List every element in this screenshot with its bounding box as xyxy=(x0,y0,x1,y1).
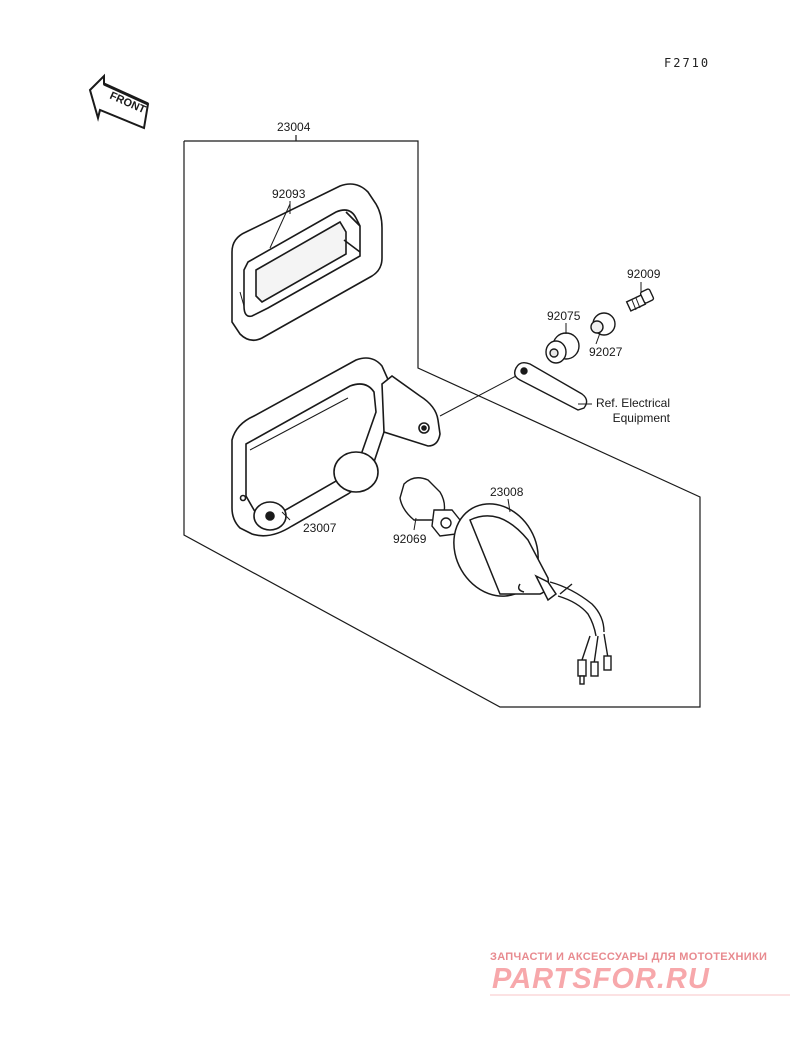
part-number-23008: 23008 xyxy=(490,485,524,499)
headlight-housing xyxy=(231,357,441,537)
mount-bracket xyxy=(513,361,588,411)
watermark-tagline: ЗАПЧАСТИ И АКСЕССУАРЫ ДЛЯ МОТОТЕХНИКИ xyxy=(490,951,768,963)
reference-note-line2: Equipment xyxy=(612,411,670,425)
part-number-92027: 92027 xyxy=(589,345,623,359)
reference-note-line1: Ref. Electrical xyxy=(595,396,670,410)
part-number-92009: 92009 xyxy=(627,267,661,281)
part-number-92069: 92069 xyxy=(393,532,427,546)
part-number-23004: 23004 xyxy=(277,120,311,134)
reference-note: Ref. Electrical Equipment xyxy=(592,396,670,426)
watermark-logo: PARTSFOR.RU xyxy=(492,963,710,995)
part-number-92075: 92075 xyxy=(547,309,581,323)
collar-92027 xyxy=(590,312,616,336)
figure-code: F2710 xyxy=(664,56,711,70)
part-number-23007: 23007 xyxy=(303,521,337,535)
grommet-92075 xyxy=(545,332,580,364)
headlight-bulb xyxy=(399,477,461,537)
wiring-harness xyxy=(549,581,612,685)
reflector-unit xyxy=(453,503,558,602)
headlight-seal xyxy=(231,183,383,342)
front-arrow-icon: FRONT xyxy=(88,73,150,130)
screw-92009 xyxy=(625,288,655,312)
assembly-bracket xyxy=(183,135,701,708)
leader-lines xyxy=(281,201,642,531)
part-number-92093: 92093 xyxy=(272,187,306,201)
